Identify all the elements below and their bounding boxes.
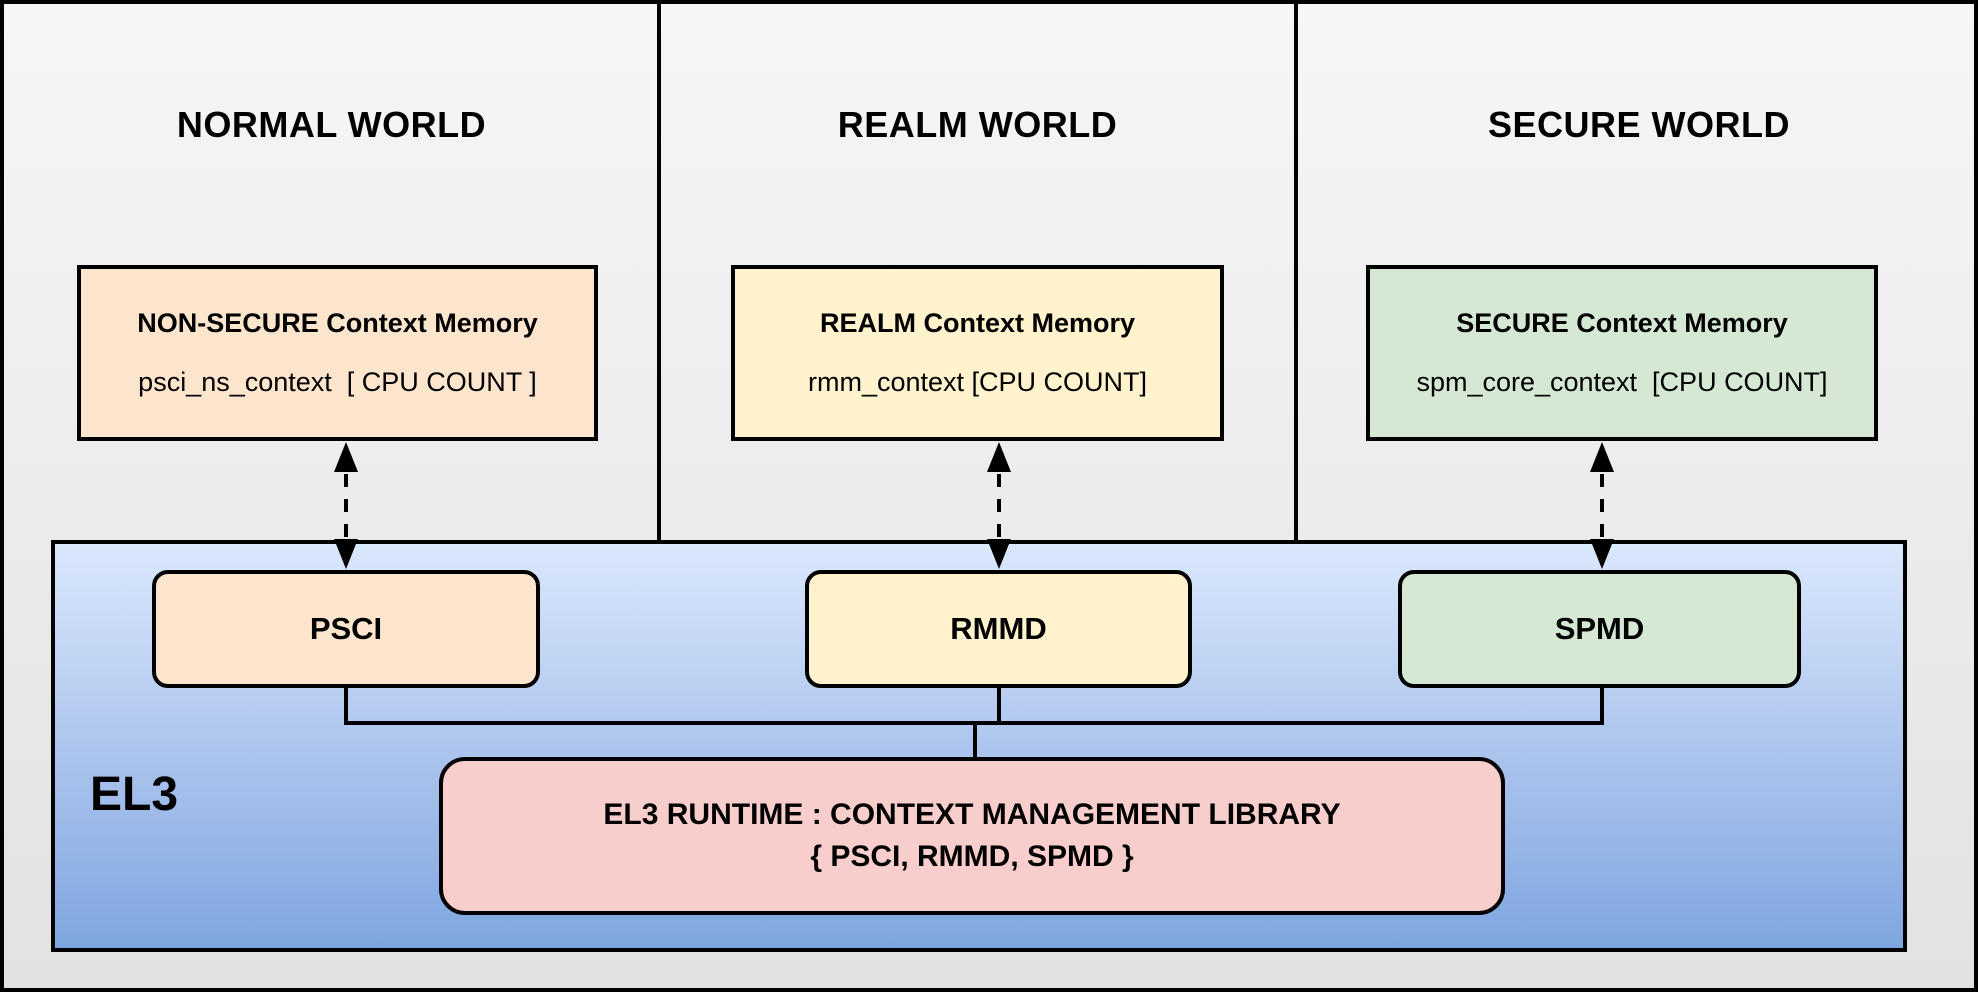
arrowhead-up-icon <box>334 442 358 472</box>
divider-normal-realm <box>657 4 661 544</box>
arrowhead-up-icon <box>1590 442 1614 472</box>
secure-world-title: SECURE WORLD <box>1488 104 1790 145</box>
normal-world-title: NORMAL WORLD <box>176 104 487 145</box>
non-secure-context-memory-box: NON-SECURE Context Memory psci_ns_contex… <box>77 265 598 441</box>
rmmd-dispatcher-box: RMMD <box>805 570 1192 688</box>
el3-runtime-library-line2: { PSCI, RMMD, SPMD } <box>810 840 1134 873</box>
secure-context-memory-title: SECURE Context Memory <box>1456 307 1788 338</box>
el3-runtime-library-box: EL3 RUNTIME : CONTEXT MANAGEMENT LIBRARY… <box>439 757 1505 915</box>
arrowhead-up-icon <box>987 442 1011 472</box>
realm-context-memory-box: REALM Context Memory rmm_context [CPU CO… <box>731 265 1224 441</box>
non-secure-context-memory-title: NON-SECURE Context Memory <box>137 307 538 338</box>
spmd-dispatcher-box: SPMD <box>1398 570 1801 688</box>
secure-context-memory-value: spm_core_context [CPU COUNT] <box>1416 367 1828 398</box>
realm-world-title: REALM WORLD <box>837 104 1118 145</box>
non-secure-context-memory-value: psci_ns_context [ CPU COUNT ] <box>138 367 537 398</box>
divider-realm-secure <box>1294 4 1298 544</box>
psci-dispatcher-box: PSCI <box>152 570 540 688</box>
realm-context-memory-title: REALM Context Memory <box>819 307 1136 338</box>
secure-context-memory-box: SECURE Context Memory spm_core_context [… <box>1366 265 1878 441</box>
el3-label: EL3 <box>90 768 179 821</box>
realm-context-memory-value: rmm_context [CPU COUNT] <box>807 367 1148 398</box>
el3-runtime-library-line1: EL3 RUNTIME : CONTEXT MANAGEMENT LIBRARY <box>603 798 1341 831</box>
